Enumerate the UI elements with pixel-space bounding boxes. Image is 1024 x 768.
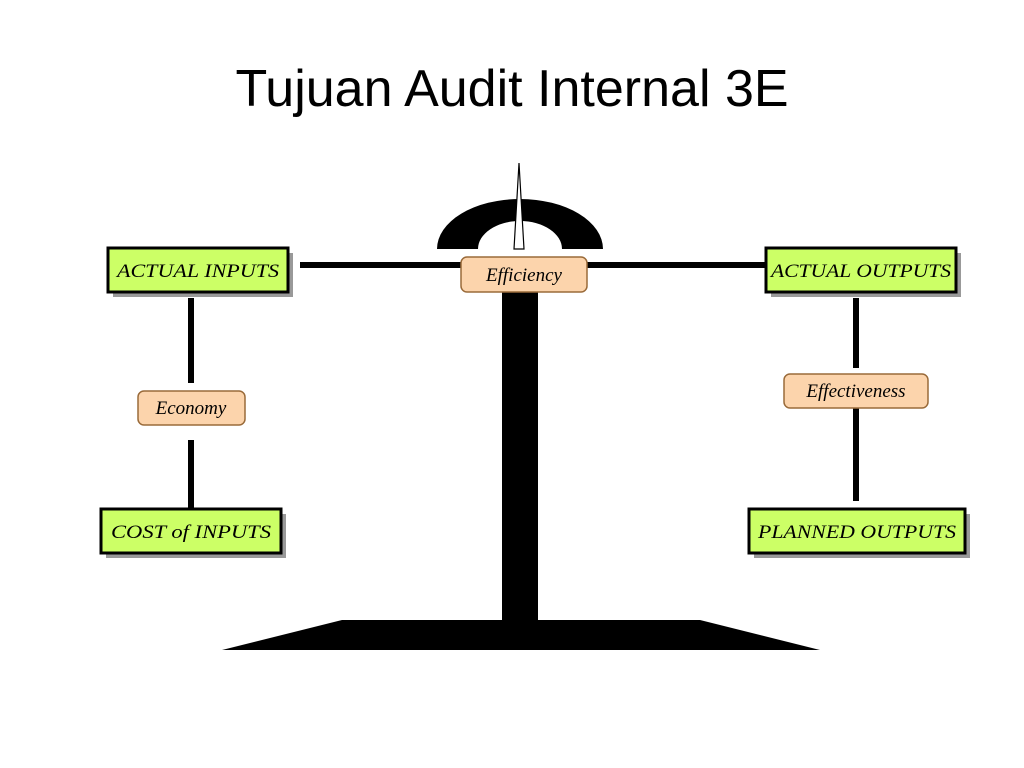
cost-of-inputs-label: COST of INPUTS bbox=[111, 522, 272, 543]
right-connector-top bbox=[853, 298, 859, 368]
slide-title: Tujuan Audit Internal 3E bbox=[235, 60, 789, 118]
efficiency-tag: Efficiency bbox=[460, 256, 588, 293]
economy-tag: Economy bbox=[137, 390, 246, 426]
actual-inputs-label: ACTUAL INPUTS bbox=[115, 261, 280, 282]
actual-inputs-box: ACTUAL INPUTS bbox=[106, 246, 293, 297]
actual-outputs-label: ACTUAL OUTPUTS bbox=[769, 261, 952, 282]
scale-dial-arc bbox=[437, 199, 603, 249]
left-connector-bottom bbox=[188, 440, 194, 510]
actual-outputs-box: ACTUAL OUTPUTS bbox=[764, 246, 961, 297]
efficiency-label: Efficiency bbox=[485, 265, 563, 286]
left-connector-top bbox=[188, 298, 194, 383]
effectiveness-tag: Effectiveness bbox=[783, 373, 929, 409]
planned-outputs-label: PLANNED OUTPUTS bbox=[757, 522, 957, 543]
scale-base bbox=[222, 620, 820, 650]
economy-label: Economy bbox=[155, 398, 227, 419]
scale-pillar bbox=[502, 290, 538, 625]
right-connector-bottom bbox=[853, 408, 859, 501]
effectiveness-label: Effectiveness bbox=[805, 381, 905, 402]
cost-of-inputs-box: COST of INPUTS bbox=[99, 507, 286, 558]
scale-needle bbox=[513, 162, 525, 250]
planned-outputs-box: PLANNED OUTPUTS bbox=[747, 507, 970, 558]
